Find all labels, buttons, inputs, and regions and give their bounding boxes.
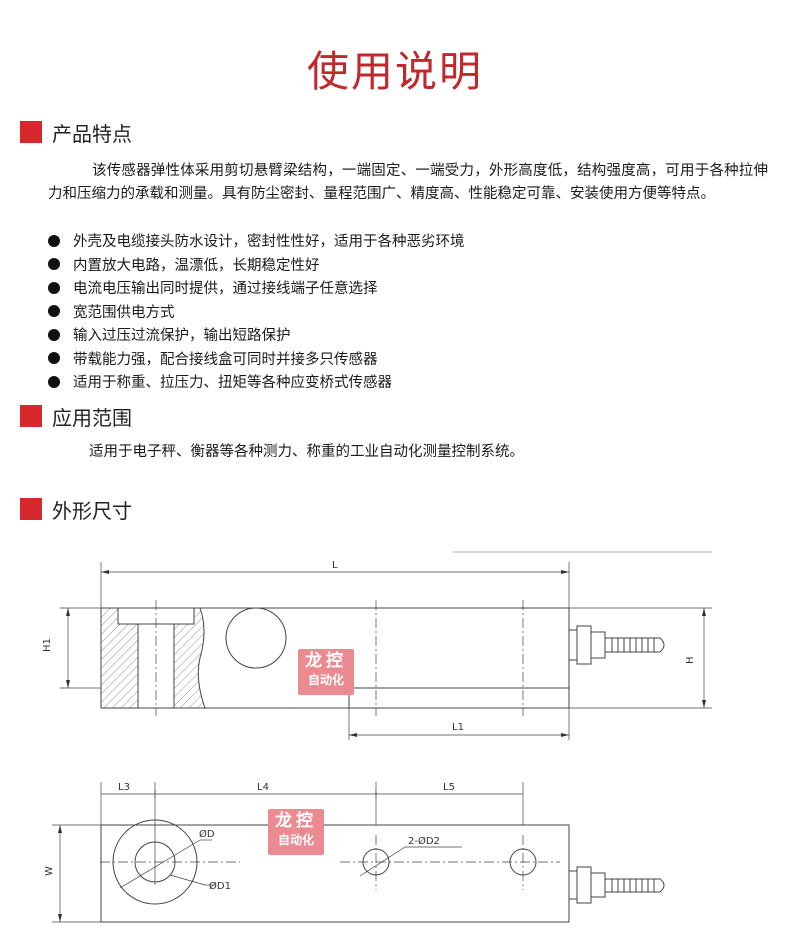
watermark-line2: 自动化	[277, 833, 314, 847]
watermark-stamp: 龙控 自动化	[298, 649, 354, 695]
section-title: 产品特点	[52, 121, 132, 146]
bullet-text: 适用于称重、拉压力、扭矩等各种应变桥式传感器	[73, 375, 392, 392]
dim-label-L5: L5	[443, 782, 455, 793]
dim-label-D: ØD	[199, 828, 215, 840]
section-marker-icon	[20, 498, 42, 520]
bullet-icon	[48, 375, 60, 388]
application-text: 适用于电子秤、衡器等各种测力、称重的工业自动化测量控制系统。	[89, 444, 524, 460]
dim-label-L4: L4	[257, 782, 269, 793]
dim-label-L1: L1	[452, 722, 464, 733]
bullet-text: 宽范围供电方式	[73, 304, 175, 321]
dim-label-L: L	[332, 560, 338, 571]
watermark-line2: 自动化	[307, 673, 344, 687]
bullet-text: 输入过压过流保护，输出短路保护	[73, 328, 291, 345]
section-header-features: 产品特点	[20, 119, 132, 146]
bullet-icon	[48, 281, 60, 294]
watermark-line1: 龙控	[275, 811, 317, 831]
features-paragraph: 该传感器弹性体采用剪切悬臂梁结构，一端固定、一端受力，外形高度低，结构强度高，可…	[48, 163, 768, 202]
bullet-text: 内置放大电路，温漂低，长期稳定性好	[73, 257, 320, 274]
list-item: 外壳及电缆接头防水设计，密封性性好，适用于各种恶劣环境	[48, 229, 465, 253]
page-title: 使用说明	[306, 47, 483, 96]
watermark-line1: 龙控	[305, 651, 347, 671]
bullet-icon	[48, 258, 60, 271]
dim-label-L3: L3	[118, 782, 130, 793]
list-item: 电流电压输出同时提供，通过接线端子任意选择	[48, 276, 465, 300]
section-header-application: 应用范围	[20, 403, 132, 430]
list-item: 适用于称重、拉压力、扭矩等各种应变桥式传感器	[48, 370, 465, 394]
dim-label-D2: 2-ØD2	[408, 835, 440, 847]
bullet-icon	[48, 305, 60, 318]
bullet-icon	[48, 234, 60, 247]
watermark-stamp: 龙控 自动化	[268, 809, 324, 855]
bullet-text: 外壳及电缆接头防水设计，密封性性好，适用于各种恶劣环境	[73, 234, 465, 251]
section-marker-icon	[20, 405, 42, 427]
dimension-drawing: L H1 H L1 L3 L4 L5 W ØD ØD1 2-ØD2	[42, 551, 712, 923]
bullet-icon	[48, 328, 60, 341]
section-header-dimensions: 外形尺寸	[20, 496, 132, 523]
section-title: 应用范围	[52, 405, 132, 430]
dim-label-W: W	[44, 866, 55, 876]
section-title: 外形尺寸	[52, 498, 132, 523]
list-item: 宽范围供电方式	[48, 300, 465, 324]
dim-label-D1: ØD1	[209, 880, 231, 892]
dim-label-H1: H1	[42, 638, 53, 652]
dim-label-H: H	[685, 656, 696, 664]
bullet-text: 带载能力强，配合接线盒可同时并接多只传感器	[73, 351, 378, 368]
list-item: 带载能力强，配合接线盒可同时并接多只传感器	[48, 347, 465, 371]
bullet-icon	[48, 352, 60, 365]
list-item: 内置放大电路，温漂低，长期稳定性好	[48, 253, 465, 277]
section-marker-icon	[20, 121, 42, 143]
bullet-text: 电流电压输出同时提供，通过接线端子任意选择	[73, 281, 378, 298]
list-item: 输入过压过流保护，输出短路保护	[48, 323, 465, 347]
features-list: 外壳及电缆接头防水设计，密封性性好，适用于各种恶劣环境 内置放大电路，温漂低，长…	[48, 229, 465, 394]
